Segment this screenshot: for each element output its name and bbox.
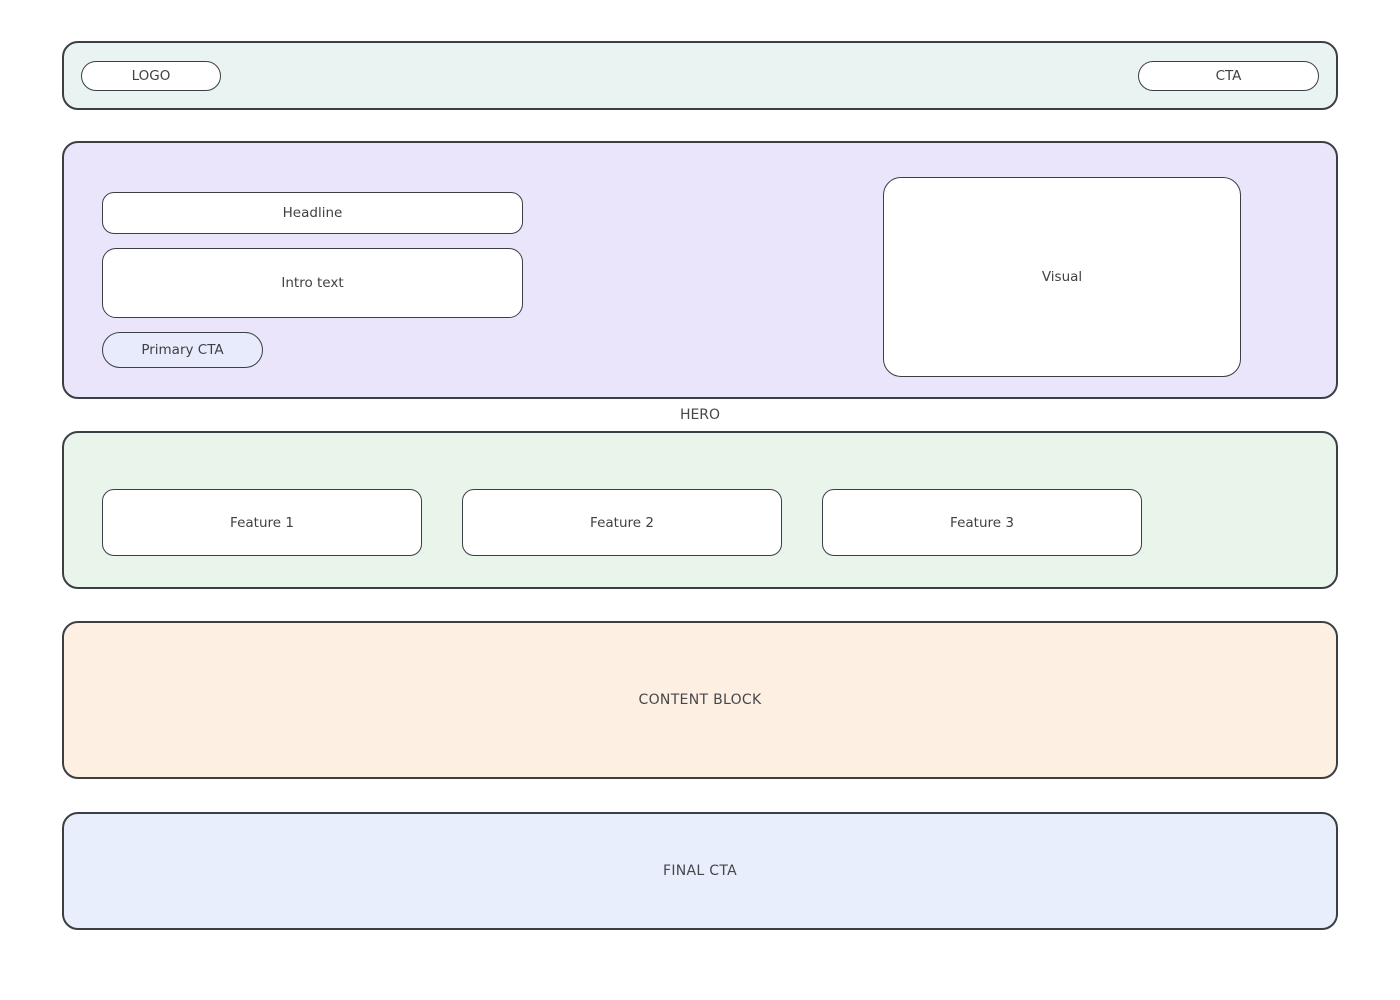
feature-card-2: Feature 2: [462, 489, 782, 556]
feature-2-label: Feature 2: [590, 514, 654, 531]
visual-placeholder: Visual: [883, 177, 1241, 377]
headline-placeholder: Headline: [102, 192, 523, 234]
features-section: Feature 1 Feature 2 Feature 3: [62, 431, 1338, 589]
primary-cta-button[interactable]: Primary CTA: [102, 332, 263, 368]
hero-section-label: HERO: [679, 407, 721, 423]
content-block-section: CONTENT BLOCK: [62, 621, 1338, 779]
content-block-label: CONTENT BLOCK: [638, 692, 762, 708]
logo[interactable]: LOGO: [81, 61, 221, 91]
feature-card-1: Feature 1: [102, 489, 422, 556]
intro-text-label: Intro text: [281, 275, 344, 291]
feature-card-3: Feature 3: [822, 489, 1142, 556]
feature-1-label: Feature 1: [230, 514, 294, 531]
visual-label: Visual: [1041, 269, 1083, 285]
final-cta-label: FINAL CTA: [663, 863, 737, 879]
primary-cta-label: Primary CTA: [141, 342, 224, 358]
headline-label: Headline: [282, 205, 343, 221]
hero-section: Headline Intro text Primary CTA HERO Vis…: [62, 141, 1338, 423]
header-cta-label: CTA: [1215, 68, 1242, 84]
feature-3-label: Feature 3: [950, 514, 1014, 531]
intro-text-placeholder: Intro text: [102, 248, 523, 318]
header-cta-button[interactable]: CTA: [1138, 61, 1319, 91]
header-bar: LOGO CTA: [62, 41, 1338, 110]
logo-label: LOGO: [131, 68, 171, 84]
final-cta-section[interactable]: FINAL CTA: [62, 812, 1338, 930]
